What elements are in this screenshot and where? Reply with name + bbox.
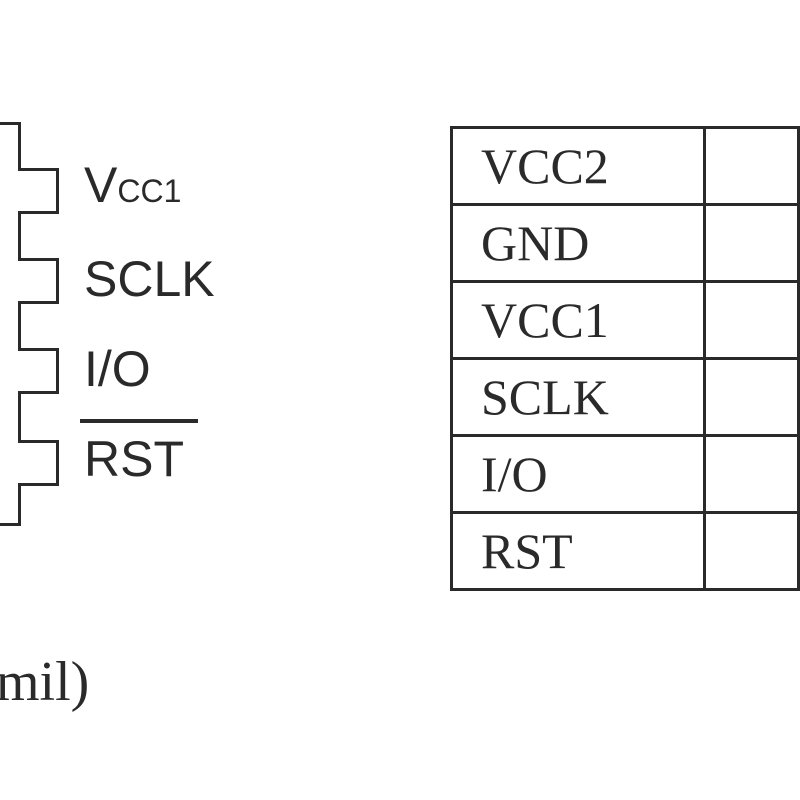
pin-name-cell: VCC1 bbox=[450, 280, 706, 360]
table-row: GND bbox=[450, 203, 800, 283]
pin-name-cell: VCC2 bbox=[450, 126, 706, 206]
pin-name-cell: I/O bbox=[450, 434, 706, 514]
rst-overline bbox=[80, 419, 198, 423]
pin-description-cell bbox=[702, 357, 800, 437]
table-row: I/O bbox=[450, 434, 800, 514]
pin-description-cell bbox=[702, 280, 800, 360]
pin-description-cell bbox=[702, 511, 800, 591]
pin-vcc1 bbox=[18, 168, 59, 214]
pin-name-cell: GND bbox=[450, 203, 706, 283]
table-row: RST bbox=[450, 511, 800, 591]
pin-description-cell bbox=[702, 434, 800, 514]
package-caption: mil) bbox=[0, 651, 90, 713]
pin-label-vcc1: VCC1 bbox=[84, 160, 181, 210]
pin-description-cell bbox=[702, 203, 800, 283]
pin-name-cell: RST bbox=[450, 511, 706, 591]
pin-io bbox=[18, 348, 59, 394]
pin-label-rst: RST bbox=[84, 431, 184, 487]
pin-label-sclk: SCLK bbox=[84, 251, 215, 307]
table-row: VCC1 bbox=[450, 280, 800, 360]
pin-description-cell bbox=[702, 126, 800, 206]
pin-name-cell: SCLK bbox=[450, 357, 706, 437]
pin-rst bbox=[18, 440, 59, 486]
table-row: VCC2 bbox=[450, 126, 800, 206]
pin-sclk bbox=[18, 258, 59, 304]
table-row: SCLK bbox=[450, 357, 800, 437]
pin-label-subscript: CC1 bbox=[117, 173, 182, 209]
chip-body bbox=[0, 122, 21, 526]
pin-label-main: V bbox=[84, 157, 118, 213]
pin-label-io: I/O bbox=[84, 341, 151, 397]
